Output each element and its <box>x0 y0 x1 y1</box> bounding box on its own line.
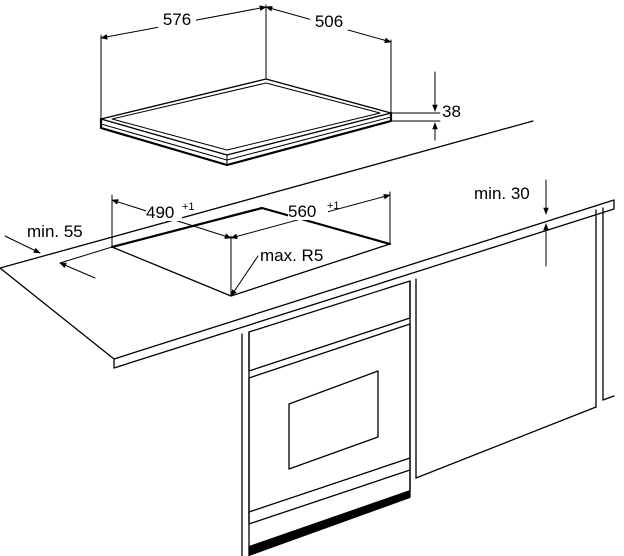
hob-height-dimension: 38 <box>390 71 461 141</box>
corner-radius-callout: max. R5 <box>230 246 323 297</box>
corner-radius-label: max. R5 <box>260 246 323 265</box>
cutout-width-dimension: 560 +1 <box>230 191 391 245</box>
front-clearance-label: min. 55 <box>27 222 83 241</box>
hob-width-dimension: 576 <box>100 4 267 120</box>
front-clearance-dimension: min. 55 <box>4 222 113 279</box>
cutout-depth-tolerance: +1 <box>182 201 195 213</box>
hob-depth-dimension: 506 <box>265 6 392 114</box>
hob-depth-label: 506 <box>315 12 343 31</box>
oven-clearance-label: min. 30 <box>474 184 530 203</box>
oven-clearance-dimension: min. 30 <box>474 179 549 267</box>
worktop <box>0 120 615 369</box>
hob-height-label: 38 <box>442 102 461 121</box>
hob-drawing <box>99 78 393 167</box>
cutout-width-tolerance: +1 <box>327 200 340 212</box>
oven <box>248 280 411 556</box>
cutout-depth-label: 490 <box>146 203 174 222</box>
hob-width-label: 576 <box>163 10 191 29</box>
cutout-depth-dimension: 490 +1 <box>111 194 232 297</box>
cutout-width-label: 560 <box>288 202 316 221</box>
